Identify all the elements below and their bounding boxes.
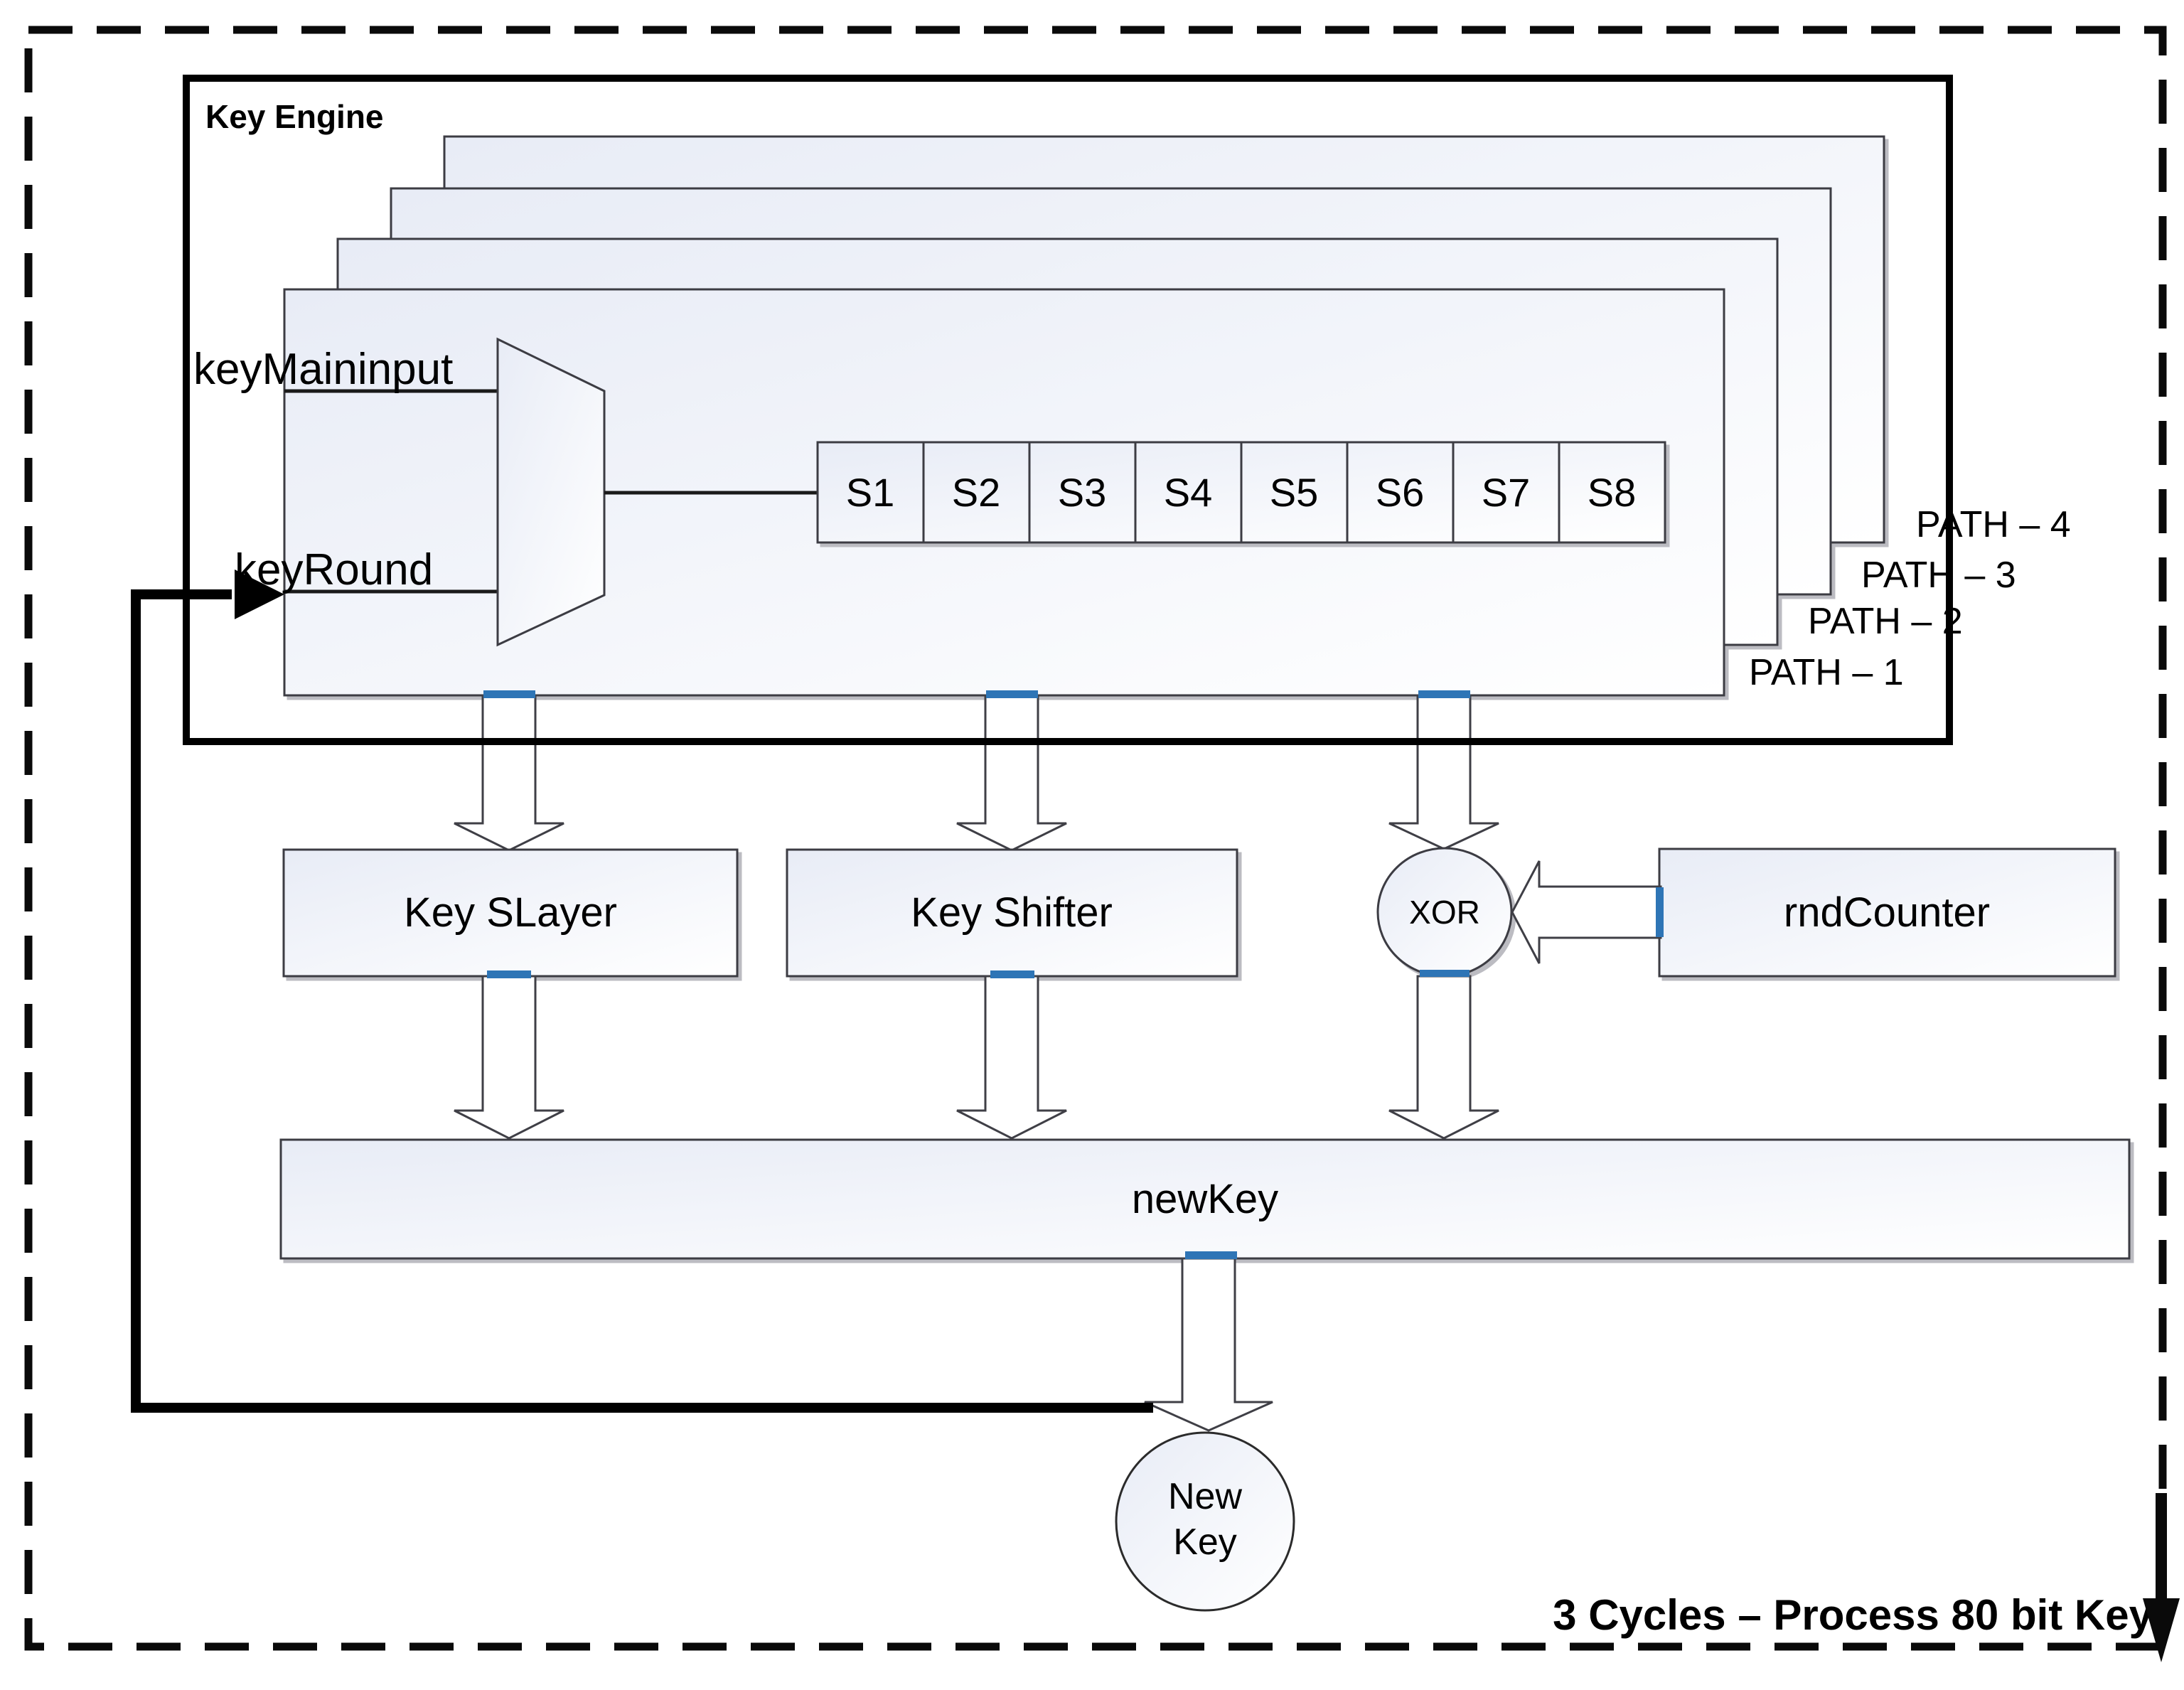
key-slayer-box (282, 848, 739, 978)
rndcounter-box (1658, 847, 2116, 978)
sbox-label-6: S6 (1376, 470, 1425, 515)
path-label-1: PATH – 1 (1749, 652, 1904, 693)
key-engine-frame (183, 75, 1953, 745)
exit-arrow-shaft (2156, 1493, 2167, 1600)
key-slayer-label: Key SLayer (404, 889, 617, 936)
new-key-output-line1: New (1168, 1476, 1242, 1517)
key-shifter-label: Key Shifter (911, 889, 1113, 936)
sbox-label-8: S8 (1588, 470, 1637, 515)
mux-trapezoid (496, 337, 606, 647)
sbox-label-2: S2 (952, 470, 1001, 515)
arrow-rndcounter-to-xor (1511, 860, 1662, 964)
connector-ticks (483, 690, 1664, 1259)
cycles-caption: 3 Cycles – Process 80 bit Key (1553, 1591, 2153, 1639)
connector-tick (483, 690, 535, 698)
sbox-label-4: S4 (1164, 470, 1213, 515)
new-key-output-node (1115, 1431, 1295, 1612)
connector-tick (1418, 690, 1470, 698)
arrow-key-shifter-to-newkey (956, 975, 1067, 1140)
key-shifter-box (786, 848, 1238, 978)
connector-tick (1185, 1251, 1237, 1259)
newkey-box (279, 1138, 2131, 1260)
feedback-arrowhead-icon (235, 569, 284, 619)
sbox-label-5: S5 (1270, 470, 1319, 515)
exit-arrow-head-icon (2143, 1598, 2180, 1662)
connector-tick (487, 970, 531, 978)
connector-tick (986, 690, 1038, 698)
keymaininput-label: keyMaininput (193, 345, 453, 394)
key-engine-title: Key Engine (205, 98, 384, 135)
sbox-label-3: S3 (1058, 470, 1107, 515)
arrow-down-to-key-slayer (454, 694, 564, 852)
arrow-newkey-to-output (1144, 1257, 1273, 1432)
new-key-output-line2: Key (1173, 1521, 1237, 1563)
connector-tick (1656, 887, 1664, 937)
outer-dashed-boundary (24, 26, 2167, 1651)
arrow-down-to-key-shifter (956, 694, 1067, 852)
path-label-2: PATH – 2 (1808, 601, 1963, 642)
sbox-dividers (922, 442, 1561, 542)
feedback-path (131, 589, 1153, 1413)
arrow-key-slayer-to-newkey (454, 975, 564, 1140)
xor-label: XOR (1409, 894, 1480, 931)
connector-tick (990, 970, 1034, 978)
sbox-label-7: S7 (1482, 470, 1531, 515)
sbox-label-1: S1 (846, 470, 895, 515)
arrow-xor-to-newkey (1388, 975, 1499, 1140)
path-label-3: PATH – 3 (1861, 555, 2016, 596)
connector-tick (1420, 970, 1470, 977)
rndcounter-label: rndCounter (1784, 889, 1990, 936)
path-label-4: PATH – 4 (1916, 504, 2071, 545)
arrow-down-to-xor (1388, 694, 1499, 850)
newkey-label: newKey (1132, 1176, 1278, 1222)
